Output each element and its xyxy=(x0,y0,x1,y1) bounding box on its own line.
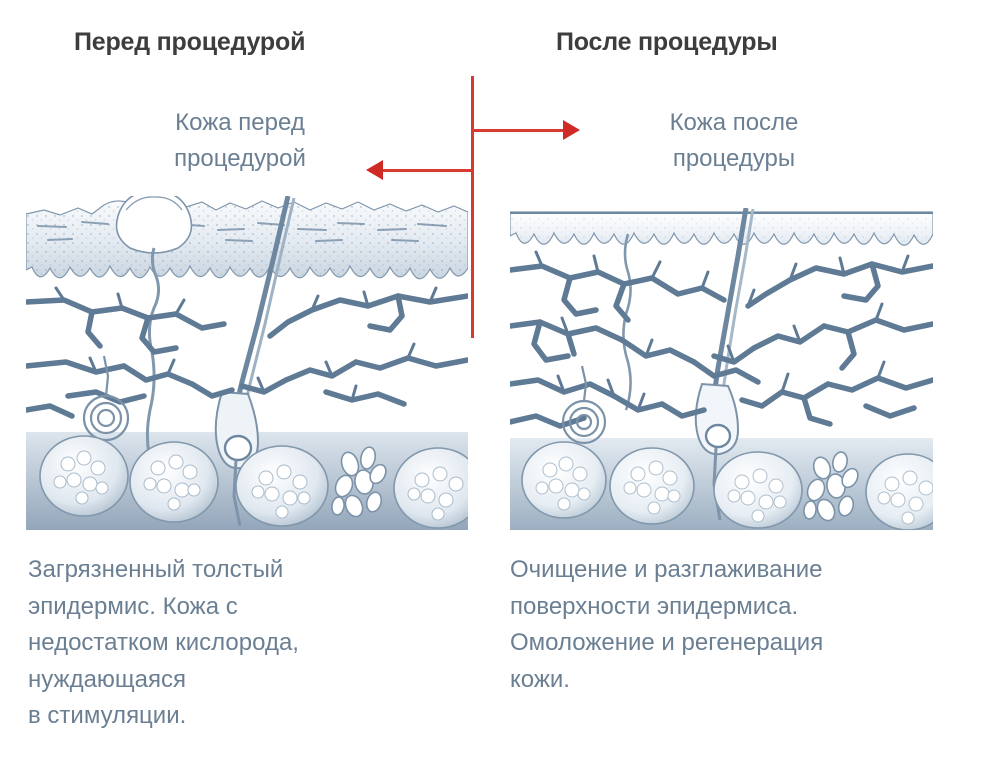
skin-before-svg xyxy=(26,196,468,530)
description-before: Загрязненный толстый эпидермис. Кожа с н… xyxy=(28,556,299,729)
column-title-after: После процедуры xyxy=(556,28,778,56)
arrow-right-icon xyxy=(563,120,580,140)
skin-cross-section-before-image xyxy=(26,196,468,530)
skin-cross-section-after-image xyxy=(510,208,933,530)
arrow-left-icon xyxy=(366,160,383,180)
description-after: Очищение и разглаживание поверхности эпи… xyxy=(510,556,824,693)
red-arm-right xyxy=(474,129,572,132)
red-vertical-connector xyxy=(471,76,474,338)
callout-label-after: Кожа после процедуры xyxy=(669,109,799,172)
red-arm-left xyxy=(378,169,472,172)
skin-after-svg xyxy=(510,208,933,530)
callout-label-before: Кожа перед процедурой xyxy=(174,109,306,172)
column-title-before: Перед процедурой xyxy=(74,28,306,56)
